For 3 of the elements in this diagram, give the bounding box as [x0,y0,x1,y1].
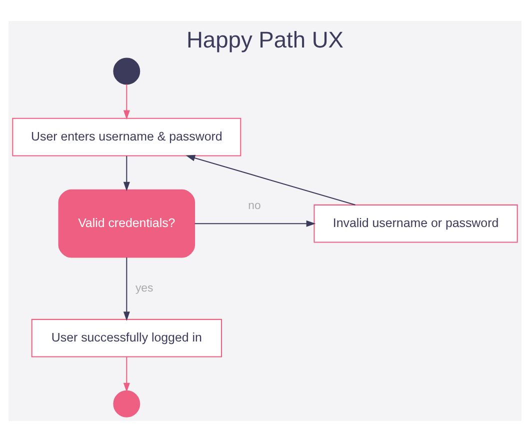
edge-label: yes [135,282,154,294]
edge-label: no [248,200,261,212]
diagram-title: Happy Path UX [186,26,344,53]
